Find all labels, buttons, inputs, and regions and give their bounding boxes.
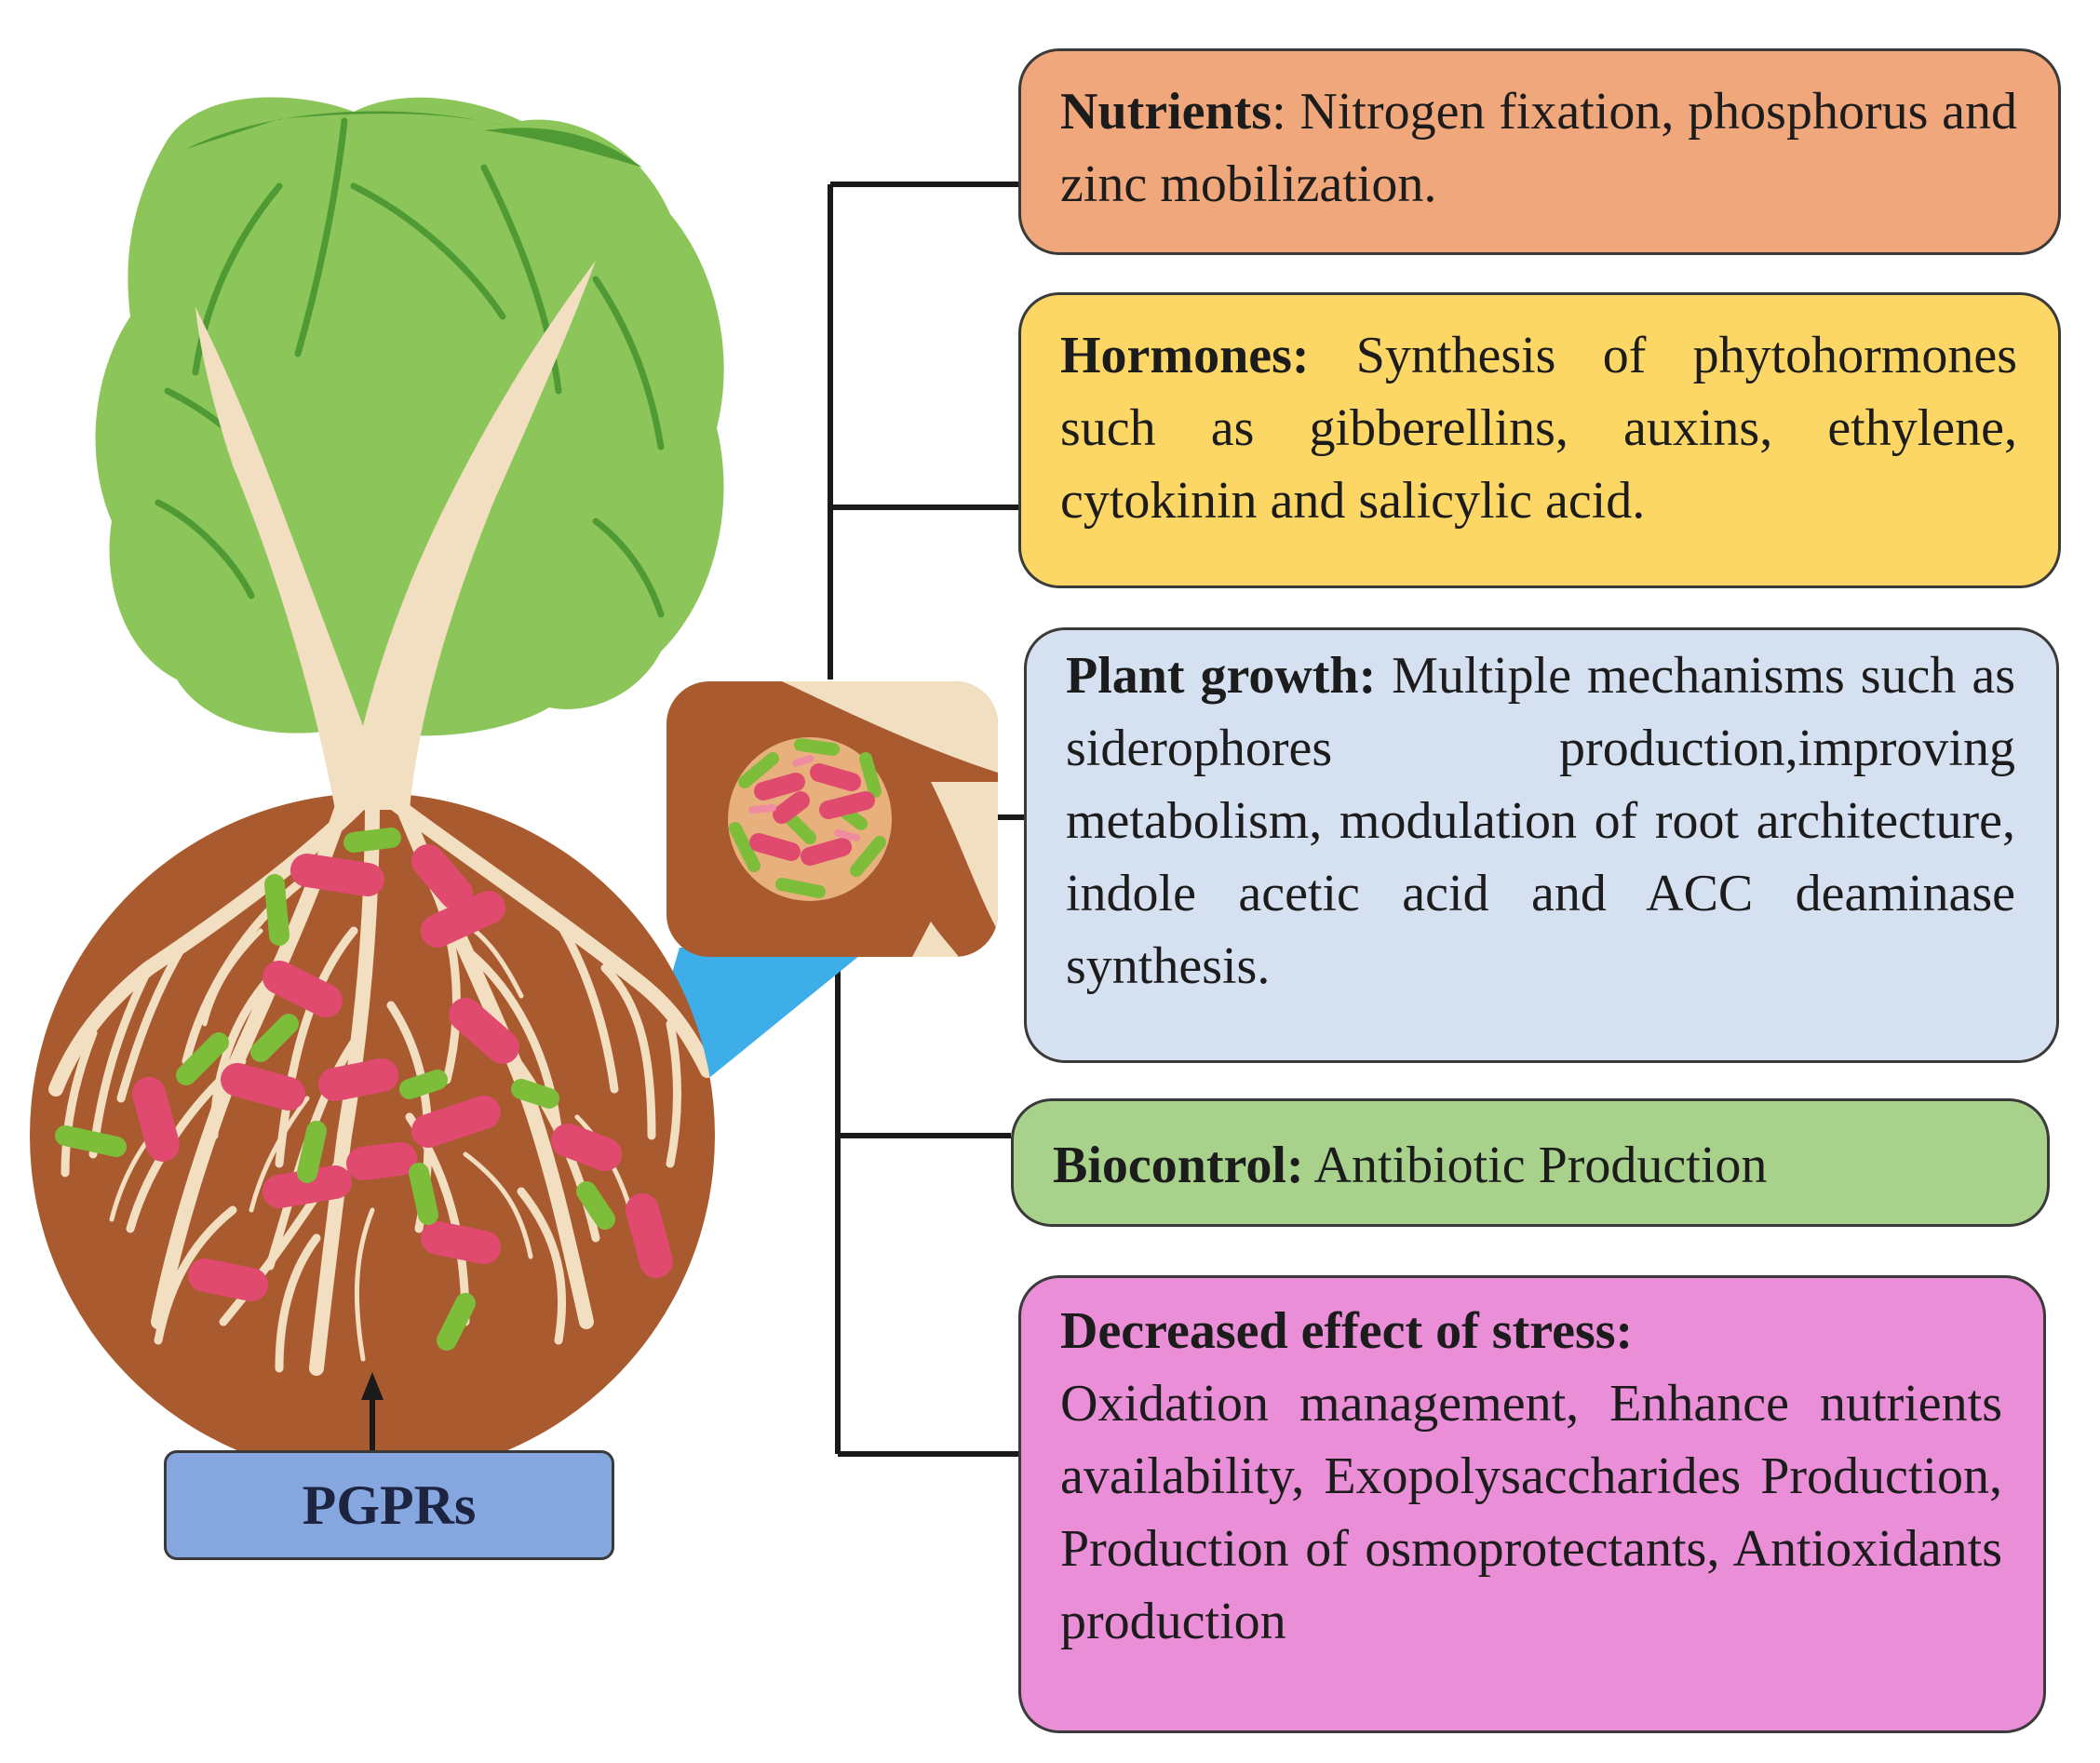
pgprs-label: PGPRs [302, 1474, 477, 1536]
stress-text: Oxidation management, Enhance nutrients … [1060, 1375, 2002, 1650]
hormones-text: Synthesis of phytohormones such as gibbe… [1060, 327, 2017, 530]
plant-growth-heading: Plant growth: [1066, 647, 1377, 705]
biocontrol-text: Antibiotic Production [1303, 1137, 1768, 1194]
stress-heading: Decreased effect of stress: [1060, 1302, 1634, 1360]
lettuce-plant-icon [95, 97, 724, 810]
biocontrol-heading: Biocontrol: [1053, 1137, 1304, 1194]
stress-box: Decreased effect of stress: Oxidation man… [1018, 1275, 2046, 1733]
plant-growth-box: Plant growth: Multiple mechanisms such a… [1024, 627, 2059, 1063]
nutrients-separator: : [1272, 83, 1286, 141]
soil-root-ball-icon [30, 793, 715, 1478]
biocontrol-box: Biocontrol: Antibiotic Production [1011, 1098, 2050, 1227]
hormones-heading: Hormones: [1060, 327, 1310, 384]
magnifier-inset-icon [666, 681, 998, 957]
pgprs-label-box: PGPRs [164, 1450, 614, 1560]
hormones-box: Hormones: Synthesis of phytohormones suc… [1018, 292, 2061, 588]
plant-growth-text: Multiple mechanisms such as siderophores… [1066, 647, 2015, 995]
connector-lines [828, 182, 1024, 1457]
nutrients-box: Nutrients: Nitrogen fixation, phosphorus… [1018, 48, 2061, 255]
nutrients-text: Nitrogen fixation, phosphorus and zinc m… [1060, 83, 2017, 213]
nutrients-heading: Nutrients [1060, 83, 1272, 141]
arrow-up-icon [361, 1372, 384, 1450]
bacteria-cluster-icon [728, 737, 892, 901]
